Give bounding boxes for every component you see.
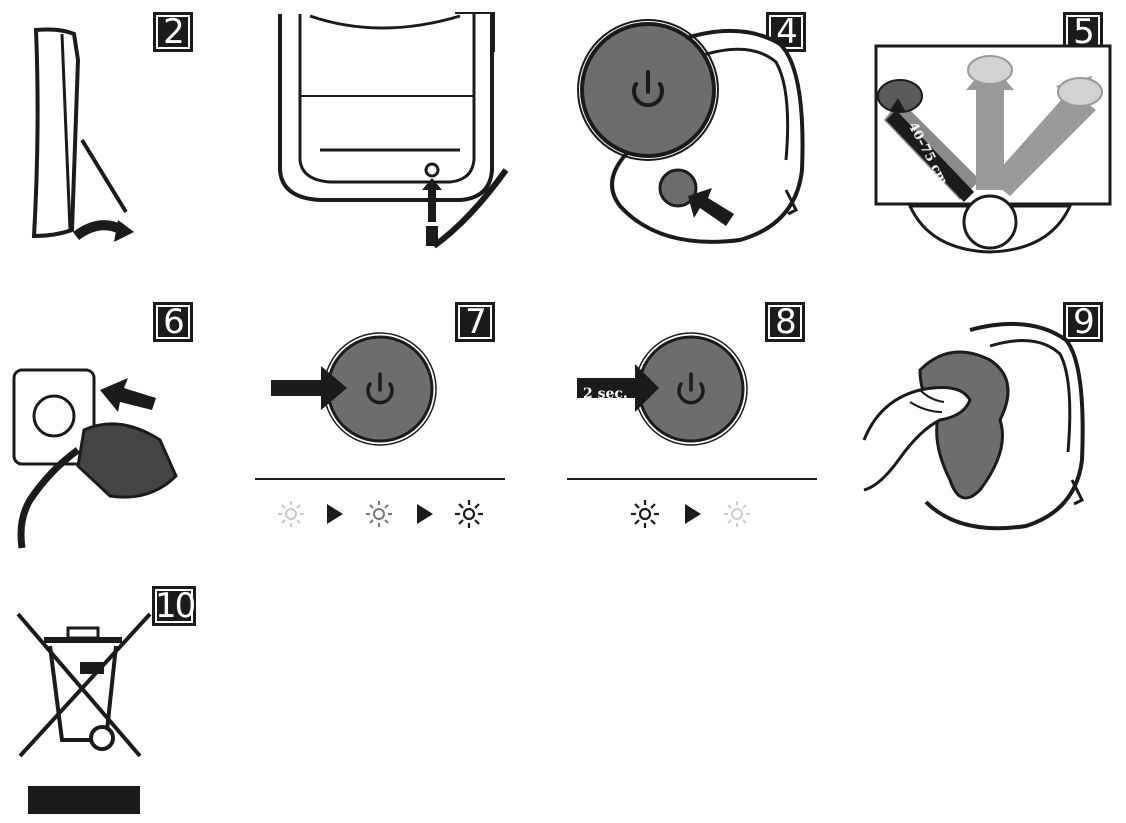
device-side-view-illustration: [31, 27, 134, 242]
step-6-panel: 6: [0, 290, 210, 560]
crossed-out-wheelie-bin-icon: [16, 612, 152, 814]
power-icon: [677, 372, 705, 405]
step-2-panel: 2: [0, 0, 200, 260]
cleaning-illustration: [862, 321, 1085, 531]
power-button-press-illustration: [577, 19, 805, 244]
arrow-right-icon: [417, 504, 433, 524]
arrow-right-icon: [327, 504, 343, 524]
step-number-6: 6: [153, 302, 193, 342]
power-icon: [632, 70, 664, 108]
step-10-panel: 10: [0, 580, 210, 820]
arrow-right-icon: [685, 504, 701, 524]
viewing-angle-illustration: [874, 44, 1112, 254]
step-7-panel: 7: [255, 290, 515, 550]
step-number-9: 9: [1063, 302, 1103, 342]
step-4-panel: 4: [570, 0, 820, 260]
step-8-panel: 8 2 sec.: [565, 290, 825, 550]
step-9-panel: 9: [860, 290, 1126, 550]
step-number-8: 8: [765, 302, 805, 342]
light-indicator-icon: [724, 501, 750, 527]
hold-duration-label: 2 sec.: [583, 386, 628, 402]
step-number-2: 2: [153, 12, 193, 52]
step-number-7: 7: [455, 302, 495, 342]
power-on-illustration: [255, 332, 505, 528]
step-3-panel: 3: [260, 0, 510, 260]
power-icon: [366, 372, 394, 405]
light-indicator-icon: [366, 501, 392, 527]
step-5-panel: 5 40–75 cm: [870, 0, 1126, 260]
device-back-cable-illustration: [278, 14, 509, 249]
power-off-illustration: [567, 332, 817, 528]
arrow-right-icon: [271, 366, 347, 410]
plug-in-adapter-illustration: [12, 368, 178, 549]
light-indicator-icon: [631, 500, 659, 528]
light-indicator-icon: [455, 500, 483, 528]
light-indicator-icon: [278, 501, 304, 527]
step-number-10: 10: [152, 586, 196, 626]
arrow-right-icon: [577, 364, 659, 412]
